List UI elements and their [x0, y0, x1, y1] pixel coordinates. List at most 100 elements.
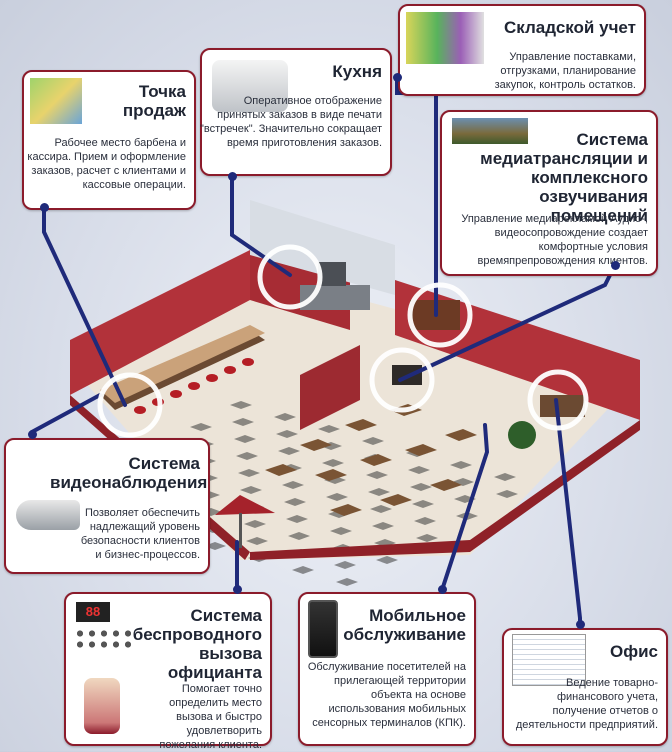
floor-tile	[276, 430, 298, 438]
kitchen-wall	[250, 200, 395, 295]
receipt-printer-icon	[212, 60, 288, 112]
dining-table	[380, 494, 412, 506]
floor-tile	[322, 459, 344, 467]
floor-tile	[326, 493, 348, 501]
floor-tile	[496, 490, 518, 498]
office-dot	[576, 620, 585, 629]
floor-tile	[286, 515, 308, 523]
highlight-stock	[407, 282, 473, 348]
office-screenshot	[512, 634, 586, 686]
floor-tile	[408, 466, 430, 474]
highlight-circles	[97, 244, 589, 438]
card-stock-text: Управление поставками, отгрузками, плани…	[494, 51, 636, 91]
back-left-wall	[70, 250, 250, 395]
bar-stool	[206, 374, 218, 382]
stock-screenshot	[406, 12, 484, 64]
floor-tile	[282, 481, 304, 489]
floor-tile	[318, 425, 340, 433]
floor-tile	[238, 469, 260, 477]
card-cctv: Система видеонаблюдения Позволяет обеспе…	[4, 438, 210, 574]
floor-tile	[330, 527, 352, 535]
pos-dot	[40, 203, 49, 212]
mobile-dot	[438, 585, 447, 594]
floor-tile	[376, 556, 398, 564]
card-pos: Точка продаж Рабочее место барбена и кас…	[22, 70, 196, 210]
bar-stool	[134, 406, 146, 414]
floor-tile	[370, 505, 392, 513]
card-pos-title: Точка продаж	[122, 82, 186, 120]
floor-tile	[292, 566, 314, 574]
floor-tile	[230, 401, 252, 409]
stock-dot	[393, 73, 402, 82]
floor-tile	[234, 435, 256, 443]
floor-tile	[368, 488, 390, 496]
floor-tile	[288, 532, 310, 540]
call-buttons-icon	[74, 628, 134, 650]
media-thumbnail	[452, 118, 528, 144]
connector-kitchen	[230, 174, 292, 277]
card-mobile: Мобильное обслуживание Обслуживание посе…	[298, 592, 476, 746]
floor-tile	[410, 483, 432, 491]
highlight-office	[527, 369, 589, 431]
highlight-kitchen	[257, 244, 323, 310]
card-stock-title: Складской учет	[504, 18, 636, 37]
floor-tile	[494, 473, 516, 481]
card-kitchen-text: Оперативное отображение принятых заказов…	[200, 95, 382, 149]
dining-table	[430, 479, 462, 491]
card-office: Офис Ведение товарно-финансового учета, …	[502, 628, 668, 746]
dining-table	[300, 439, 332, 451]
floor-tile	[366, 471, 388, 479]
card-cctv-text: Позволяет обеспечить надлежащий уровень …	[80, 507, 200, 561]
bar-stool	[170, 390, 182, 398]
dining-table	[345, 419, 377, 431]
card-cctv-title: Система видеонаблюдения	[50, 454, 208, 492]
card-office-text: Ведение товарно-финансового учета, получ…	[515, 677, 658, 731]
floor-tile	[246, 537, 268, 545]
card-pos-text: Рабочее место барбена и кассира. Прием и…	[27, 137, 186, 191]
floor-tile	[362, 437, 384, 445]
floor-tile	[190, 423, 212, 431]
floor-tile	[232, 418, 254, 426]
card-kitchen-title: Кухня	[332, 62, 382, 81]
card-waiter-call: 88 Система беспроводного вызова официант…	[64, 592, 272, 751]
highlight-media	[369, 347, 435, 413]
card-waiter-call-text: Помогает точно определить место вызова и…	[159, 683, 262, 751]
dining-table	[330, 504, 362, 516]
card-waiter-call-title: Система беспроводного вызова официанта	[132, 606, 262, 682]
floor-tile	[412, 500, 434, 508]
umbrella-pole	[239, 513, 242, 548]
security-camera-icon	[16, 500, 80, 530]
umbrella	[215, 495, 275, 515]
connector-stock	[395, 75, 438, 317]
highlight-pos	[97, 372, 163, 438]
floor-tile	[240, 486, 262, 494]
kitchen-dot	[228, 172, 237, 181]
partition-wall	[300, 345, 360, 430]
floor-tile	[244, 520, 266, 528]
bar-top	[100, 325, 265, 403]
plant	[508, 421, 536, 449]
card-kitchen: Кухня Оперативное отображение принятых з…	[200, 48, 392, 176]
media-dot	[611, 261, 620, 270]
card-stock: Складской учет Управление поставками, от…	[398, 4, 646, 96]
cctv-dot	[28, 430, 37, 439]
connector-pos	[42, 205, 127, 407]
kitchen-oven	[318, 262, 346, 286]
card-mobile-title: Мобильное обслуживание	[343, 606, 466, 644]
floor-tile	[414, 517, 436, 525]
floor-tile	[372, 522, 394, 530]
bar-stool	[242, 358, 254, 366]
card-media: Система медиатрансляции и комплексного о…	[440, 110, 658, 276]
floor-tile	[274, 413, 296, 421]
floor-tile	[450, 461, 472, 469]
hand-pressing-button-icon	[84, 678, 120, 734]
dining-table	[445, 429, 477, 441]
floor-tile	[416, 534, 438, 542]
bar-stool	[188, 382, 200, 390]
card-mobile-text: Обслуживание посетителей на прилегающей …	[307, 661, 466, 729]
pos-screenshot	[30, 78, 82, 124]
card-media-title: Система медиатрансляции и комплексного о…	[480, 130, 648, 225]
pager-display: 88	[76, 602, 110, 622]
dining-table	[315, 469, 347, 481]
